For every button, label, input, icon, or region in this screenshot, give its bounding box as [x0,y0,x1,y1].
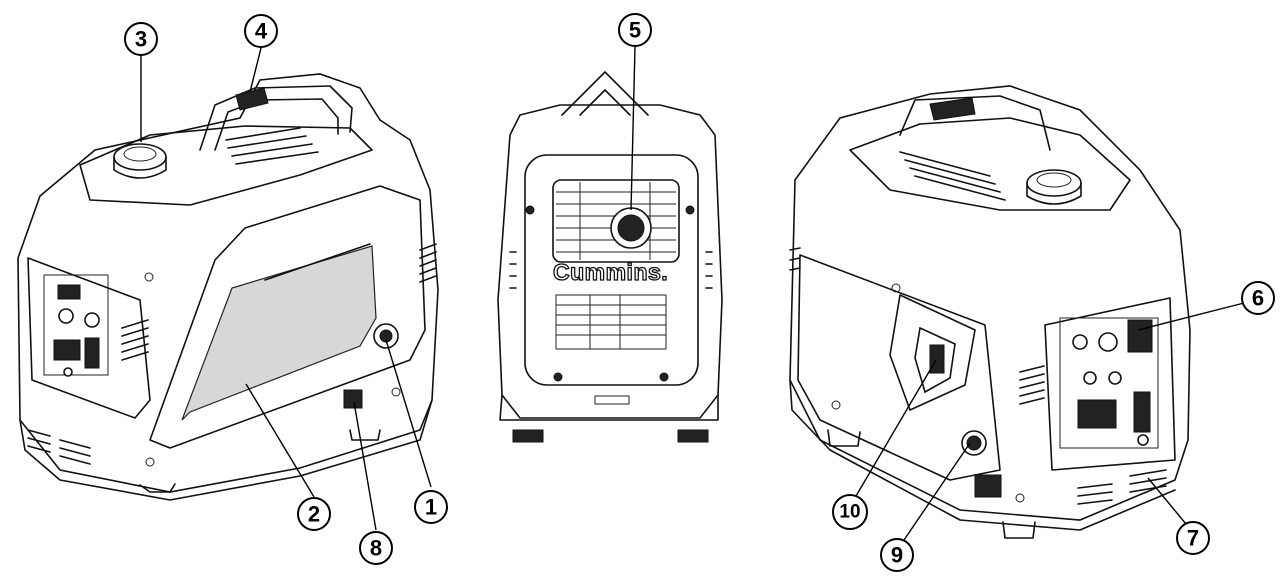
callout-8: 8 [359,531,393,565]
callout-3: 3 [124,22,158,56]
svg-text:9: 9 [891,543,903,568]
side-vents-right [789,247,1045,405]
leader-lines [140,46,1245,541]
callout-9: 9 [880,538,914,572]
rear-lower-vents [555,294,667,350]
callout-7: 7 [1176,521,1210,555]
svg-text:1: 1 [425,495,437,520]
callout-10: 10 [832,494,868,530]
svg-text:7: 7 [1187,526,1199,551]
handle-grip-icon [235,87,269,111]
control-panel-left [43,274,109,377]
handle-grip-icon-right [929,97,976,121]
generator-rear-view: Cummins. [497,71,723,443]
control-panel-right [1059,317,1159,449]
callout-6: 6 [1241,281,1275,315]
svg-text:8: 8 [370,536,382,561]
bottom-vents-left [27,429,91,465]
oil-access-panel [889,294,976,411]
callout-1: 1 [414,490,448,524]
exhaust-outlet-icon [610,207,652,249]
svg-text:6: 6 [1252,286,1264,311]
svg-text:2: 2 [308,502,320,527]
recoil-handle-icon [343,389,363,409]
rear-side-vents [509,251,713,289]
callout-2: 2 [297,497,331,531]
svg-text:4: 4 [255,19,268,44]
bottom-vents-right [1077,469,1167,505]
side-access-panel [181,245,377,421]
brand-logo: Cummins. [553,259,668,285]
svg-text:10: 10 [839,502,860,523]
svg-text:5: 5 [629,18,641,43]
top-vent-slots-right [899,151,1006,201]
generator-front-left-view [17,73,439,501]
fuel-cap-icon-right [1026,169,1082,205]
rear-exhaust-grille [552,179,680,263]
callout-5: 5 [618,13,652,47]
top-vent-slots [225,127,319,165]
svg-text:3: 3 [135,27,147,52]
fuel-cap-icon [113,143,167,179]
generator-rear-right-view [789,85,1191,539]
side-vents-left [121,243,437,361]
callout-4: 4 [244,14,278,48]
ground-terminal-icon [961,430,987,456]
control-knob-icon [373,323,399,349]
